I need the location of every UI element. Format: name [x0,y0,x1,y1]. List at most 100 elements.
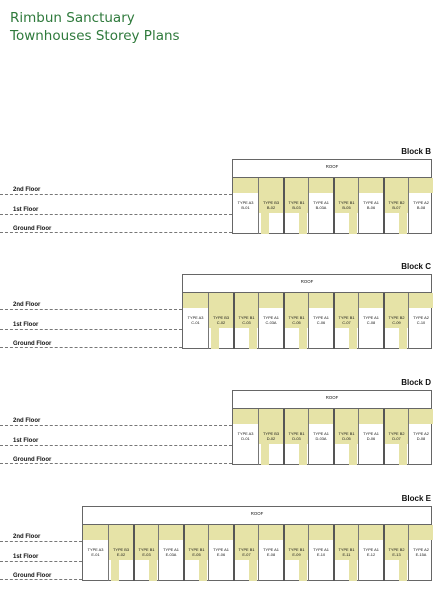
unit-type-label: TYPE A2 [413,431,429,436]
unit-type-label: TYPE A1 [313,200,329,205]
unit-shade-step [399,178,407,234]
page-title: Rimbun Sanctuary Townhouses Storey Plans [10,9,180,45]
title-line-1: Rimbun Sanctuary [10,10,135,26]
floor-label: 2nd Floor [13,187,41,193]
unit-shade-step [299,409,307,465]
unit-shade [309,409,333,424]
floor-label: 1st Floor [13,438,39,444]
unit-type-label: TYPE A1 [263,547,279,552]
unit-shade [233,178,258,193]
unit-type-label: TYPE B2 [388,315,405,320]
unit-type-label: TYPE A3 [237,200,254,205]
unit-code-label: E-11 [342,552,351,557]
floor-level-line [0,194,232,195]
unit-code-label: E-08 [266,552,276,557]
unit-shade-step [299,525,307,581]
floor-level-line [0,561,82,562]
block-label: Block C [401,262,431,271]
unit-type-label: TYPE B1 [138,547,155,552]
roof-label: ROOF [250,511,264,516]
unit-shade [409,178,433,193]
block-label: Block E [401,494,431,503]
floor-level-line [0,309,182,310]
unit-shade-step [349,525,357,581]
unit-type-label: TYPE B1 [288,431,305,436]
unit-shade-step [211,293,219,349]
unit-type-label: TYPE A1 [313,547,329,552]
unit-code-label: E-05 [192,552,201,557]
unit-shade [259,525,283,540]
unit-type-label: TYPE A3 [87,547,104,552]
unit-type-label: TYPE A1 [213,547,229,552]
unit-shade [309,525,333,540]
unit-shade [359,525,383,540]
unit-type-label: TYPE A1 [263,315,279,320]
unit-type-label: TYPE B2 [388,200,405,205]
unit-type-label: TYPE B1 [338,315,355,320]
unit-type-label: TYPE A3 [237,431,254,436]
unit-code-label: E-06 [216,552,226,557]
unit-code-label: B-06 [366,205,376,210]
unit-code-label: D-02 [266,436,276,441]
unit-shade-step [349,178,357,234]
unit-type-label: TYPE B3 [262,431,279,436]
unit-type-label: TYPE A2 [413,547,429,552]
unit-type-label: TYPE B3 [212,315,229,320]
floor-label: Ground Floor [13,226,52,232]
unit-shade [309,293,333,308]
unit-shade-step [249,525,257,581]
unit-shade [183,293,208,308]
unit-code-label: E-10 [316,552,326,557]
floor-label: 2nd Floor [13,302,41,308]
unit-shade-step [261,409,269,465]
unit-shade-step [349,409,357,465]
unit-code-label: B-02 [266,205,276,210]
unit-code-label: C-01 [191,320,200,325]
floor-label: 2nd Floor [13,418,41,424]
unit-code-label: D-07 [392,436,401,441]
unit-code-label: D-01 [241,436,250,441]
unit-type-label: TYPE A1 [363,315,379,320]
roof-label: ROOF [300,279,314,284]
unit-code-label: C-09 [392,320,401,325]
floor-level-line [0,579,82,580]
unit-type-label: TYPE A1 [313,315,329,320]
unit-code-label: D-05 [342,436,351,441]
roof-band: ROOF [82,506,432,525]
unit-shade-step [199,525,207,581]
unit-type-label: TYPE B1 [288,547,305,552]
floor-label: Ground Floor [13,573,52,579]
unit-type-label: TYPE B1 [338,200,355,205]
unit-code-label: B-08 [416,205,426,210]
unit-code-label: E-03A [165,552,177,557]
unit-code-label: D-08 [416,436,426,441]
unit-code-label: C-08 [366,320,376,325]
unit-shade [83,525,108,540]
unit-code-label: B-05 [342,205,351,210]
unit-shade [259,293,283,308]
unit-type-label: TYPE B1 [288,315,305,320]
unit-code-label: D-06 [366,436,376,441]
unit-shade [359,178,383,193]
unit-type-label: TYPE A1 [363,431,379,436]
unit-shade-step [249,293,257,349]
unit-code-label: B-03A [315,205,327,210]
unit-type-label: TYPE B1 [338,547,355,552]
